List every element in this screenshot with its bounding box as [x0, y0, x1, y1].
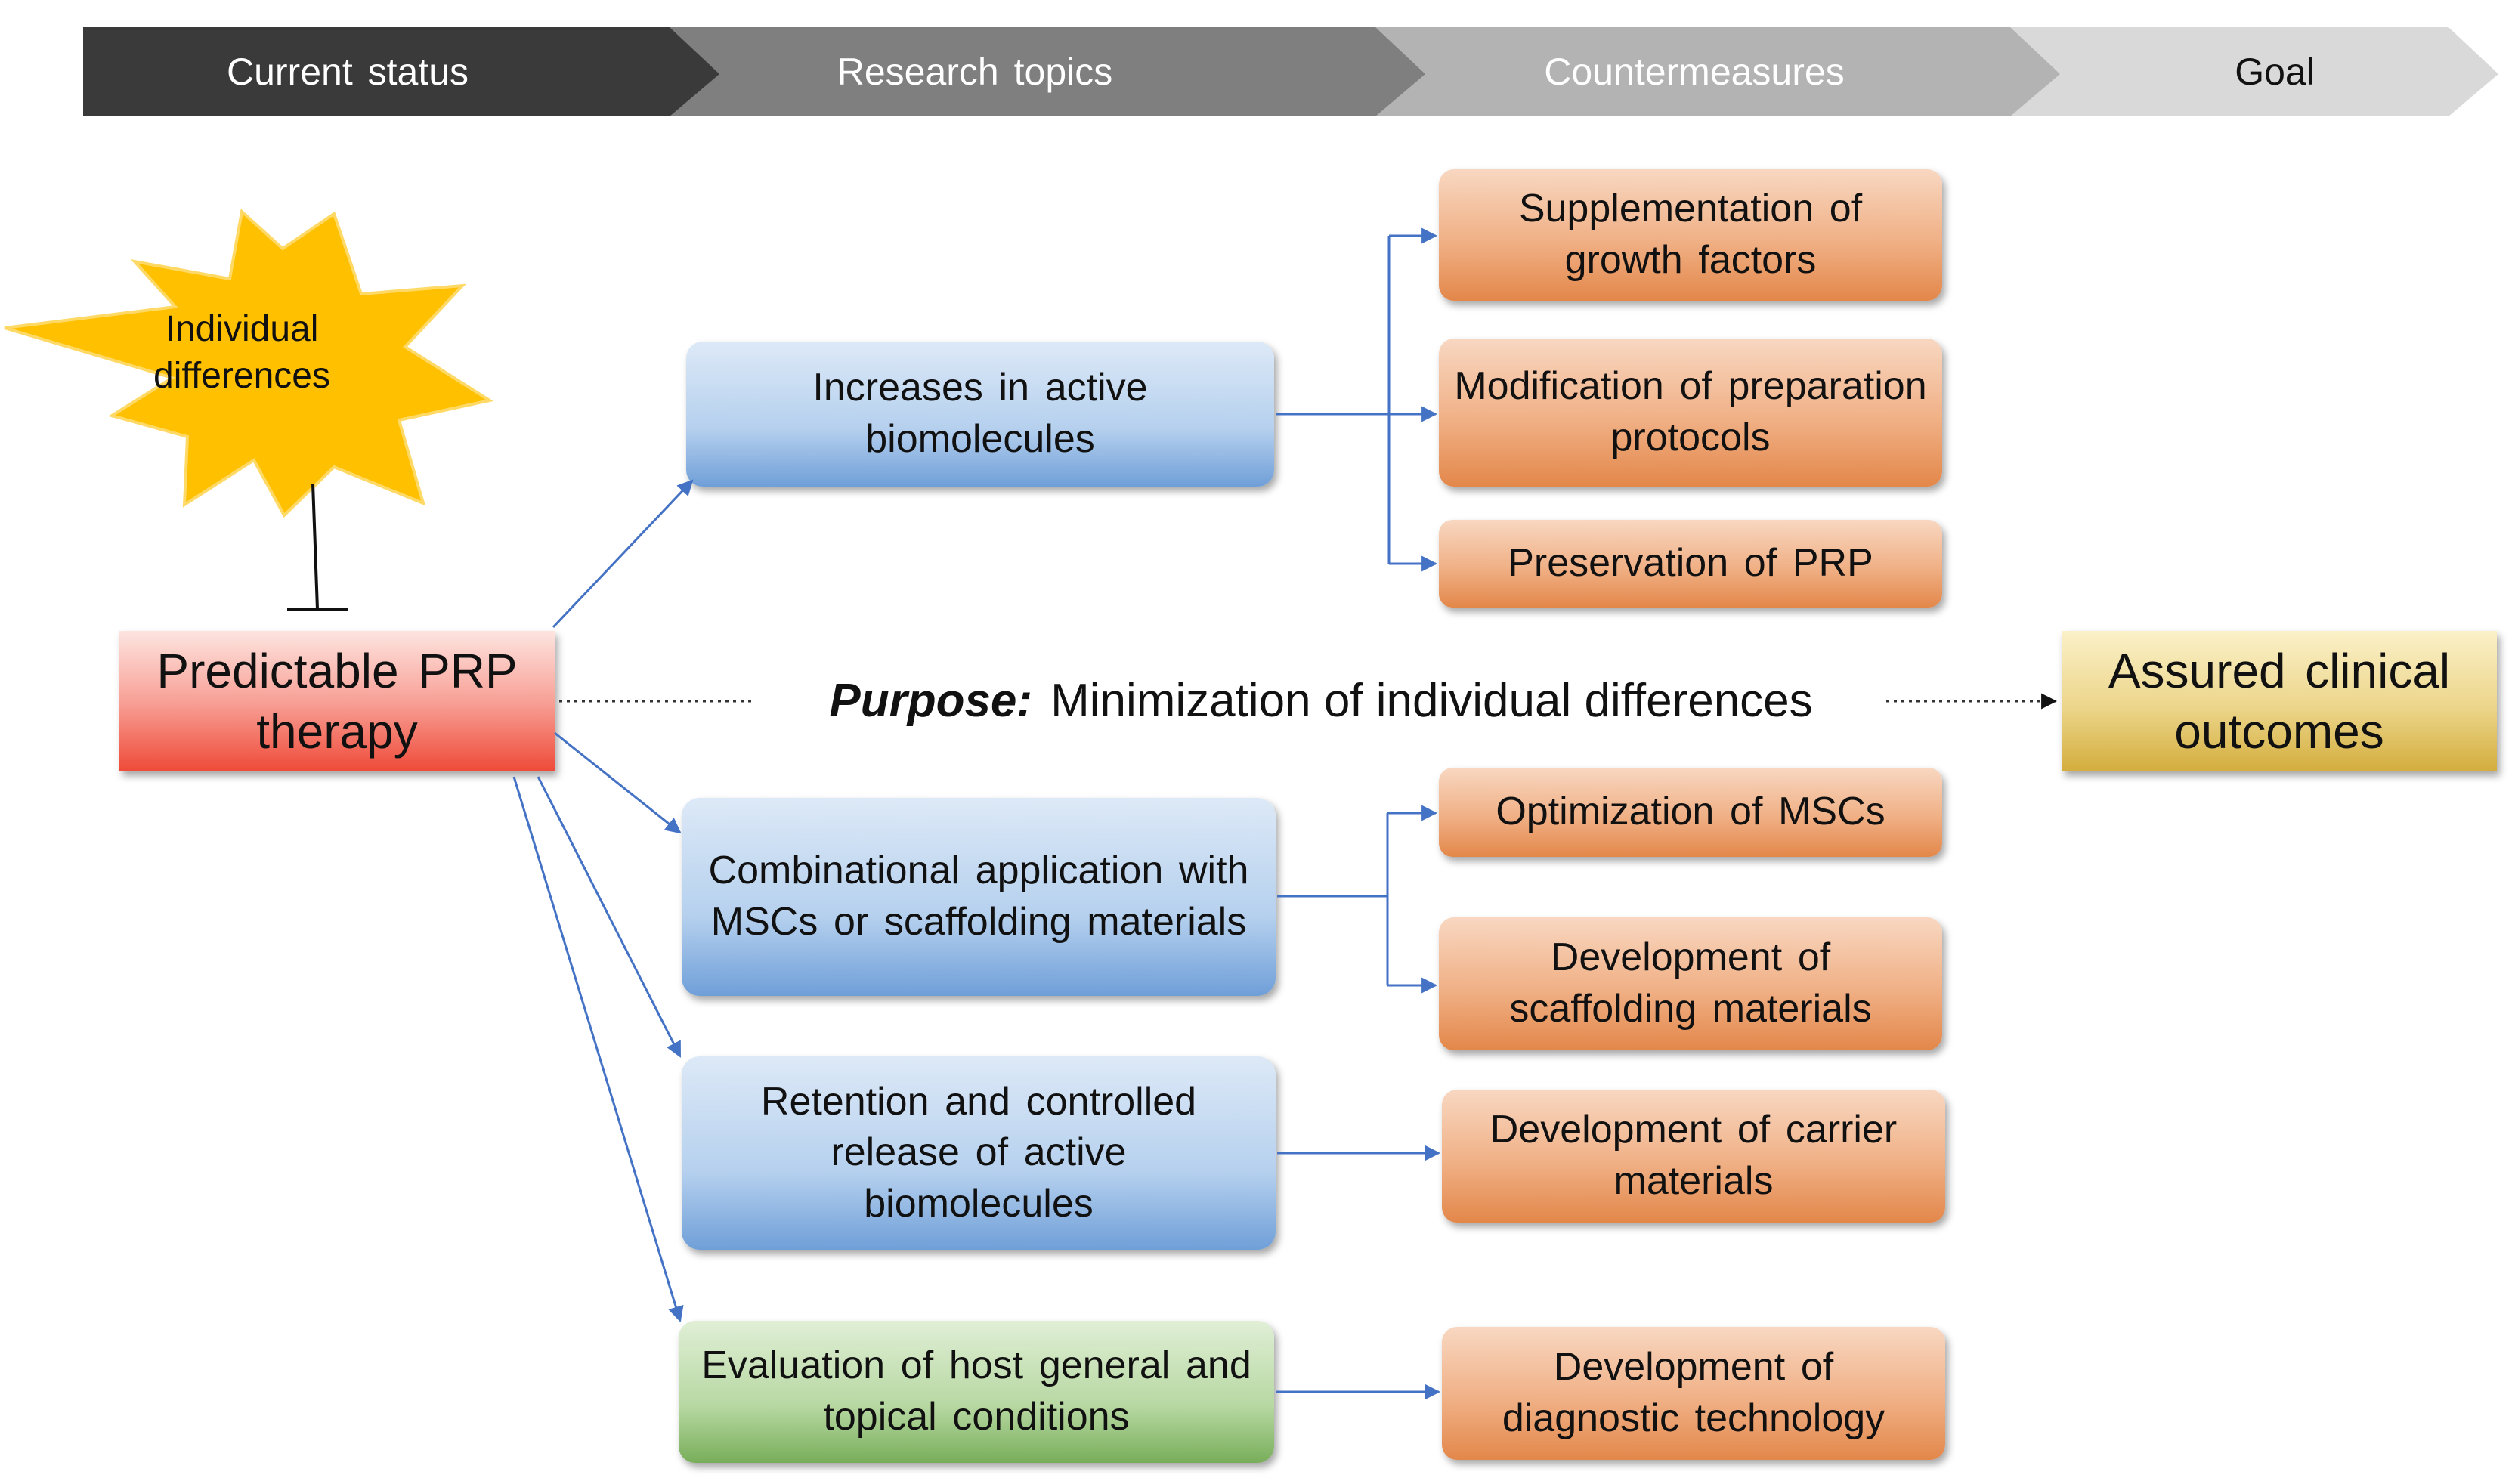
stage-label-current-status: Current status: [226, 50, 469, 93]
topic-label-1: Increases in active biomolecules: [812, 366, 1148, 461]
topic-label-3: Retention and controlled release of acti…: [760, 1079, 1197, 1226]
stage-chevron-3: [1326, 27, 2060, 116]
topic-label-2: Combinational application with MSCs or s…: [708, 849, 1249, 944]
topic-box-1: [686, 342, 1274, 487]
center-box-label: Predictable PRP therapy: [156, 644, 518, 759]
center-box: [119, 631, 555, 771]
countermeasure-label-1: Supplementation of growth factors: [1518, 187, 1863, 282]
inhibition-line: [311, 483, 319, 610]
arrow-center-to-topic-3: [537, 776, 682, 1058]
stage-label-countermeasures: Countermeasures: [1544, 50, 1845, 93]
countermeasure-label-6: Development of carrier materials: [1490, 1108, 1898, 1203]
countermeasure-box-3: [1439, 520, 1942, 608]
individual-differences-label: Individual differences: [153, 308, 330, 396]
arrow-center-to-topic-2: [554, 731, 682, 834]
topic-box-4: [679, 1321, 1274, 1463]
purpose-text: Minimization of individual differences: [1050, 674, 1813, 727]
goal-box-label: Assured clinical outcomes: [2108, 644, 2451, 759]
countermeasure-box-4: [1439, 768, 1942, 857]
stage-chevron-4: [1960, 27, 2498, 116]
topic-label-4: Evaluation of host general and topical c…: [701, 1343, 1251, 1439]
purpose-statement: Purpose: Minimization of individual diff…: [756, 671, 1886, 731]
countermeasure-box-5: [1439, 917, 1942, 1050]
stage-label-goal: Goal: [2235, 50, 2315, 93]
stage-chevron-2: [620, 27, 1425, 116]
topic-box-3: [682, 1056, 1276, 1250]
countermeasure-box-2: [1439, 339, 1942, 487]
stage-chevron-1: [83, 27, 719, 116]
arrow-center-to-topic-4: [512, 776, 684, 1323]
countermeasure-box-1: [1439, 169, 1942, 301]
countermeasure-label-2: Modification of preparation protocols: [1454, 364, 1927, 459]
individual-differences-burst: [4, 209, 494, 518]
countermeasure-label-3: Preservation of PRP: [1508, 541, 1873, 586]
topic-box-2: [682, 798, 1276, 996]
countermeasure-label-5: Development of scaffolding materials: [1509, 935, 1872, 1031]
stage-label-research-topics: Research topics: [837, 50, 1113, 93]
countermeasure-box-6: [1442, 1090, 1945, 1223]
arrow-center-to-topic-1: [552, 479, 694, 629]
goal-box: [2062, 631, 2497, 771]
purpose-label: Purpose:: [829, 674, 1033, 727]
countermeasure-label-7: Development of diagnostic technology: [1502, 1345, 1885, 1440]
countermeasure-box-7: [1442, 1327, 1945, 1460]
countermeasure-label-4: Optimization of MSCs: [1496, 790, 1885, 834]
